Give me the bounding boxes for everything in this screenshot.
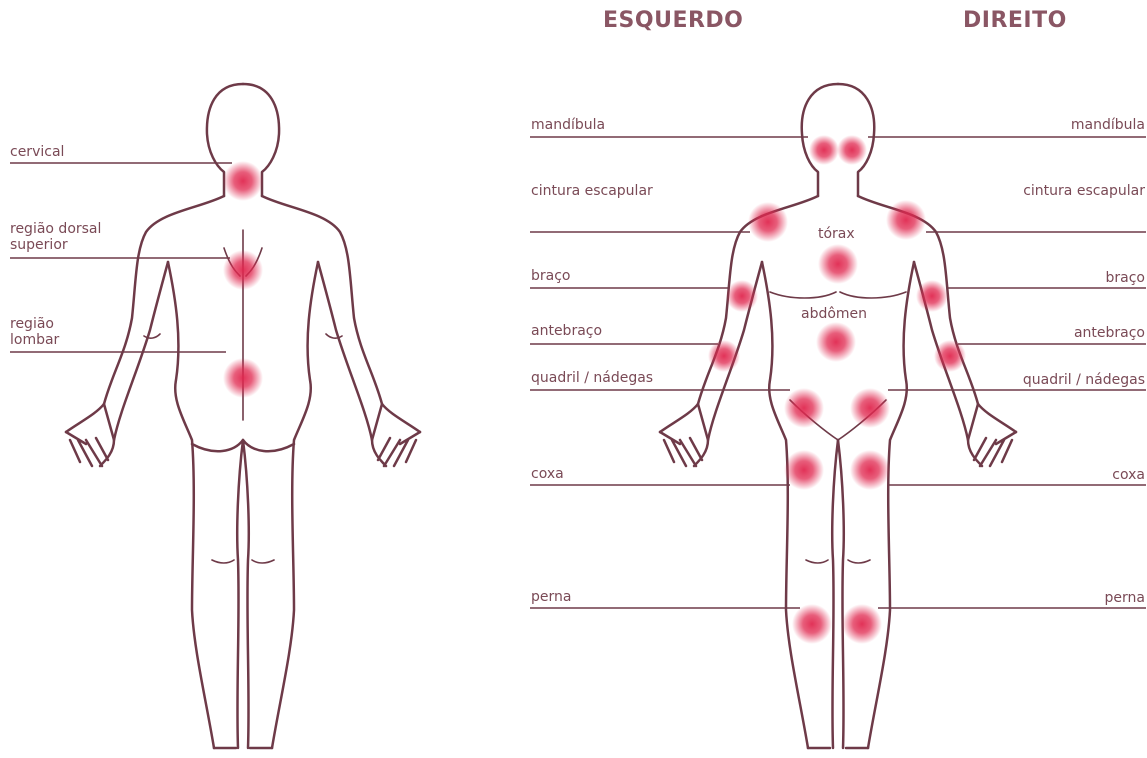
- label-left-forearm: antebraço: [531, 323, 602, 339]
- header-left: ESQUERDO: [603, 8, 743, 33]
- label-right-forearm: antebraço: [1074, 325, 1145, 341]
- label-abdomen: abdômen: [801, 306, 867, 322]
- header-right: DIREITO: [963, 8, 1067, 33]
- label-left-shoulder-girdle: cintura escapular: [531, 183, 653, 199]
- tender-point: [837, 135, 867, 165]
- tender-point: [223, 358, 263, 398]
- tender-point: [784, 388, 824, 428]
- label-right-jaw: mandíbula: [1071, 117, 1145, 133]
- label-left-arm: braço: [531, 268, 570, 284]
- tender-point: [818, 244, 858, 284]
- tender-point: [842, 604, 882, 644]
- front-figure: [660, 84, 1016, 748]
- label-right-hip: quadril / nádegas: [1023, 372, 1145, 388]
- label-right-thigh: coxa: [1112, 467, 1145, 483]
- label-right-leg: perna: [1105, 590, 1145, 606]
- label-left-leg: perna: [531, 589, 571, 605]
- label-chest: tórax: [818, 226, 855, 242]
- tender-point: [223, 161, 263, 201]
- tender-point: [726, 280, 758, 312]
- tender-point: [850, 388, 890, 428]
- tender-point: [850, 450, 890, 490]
- label-left-thigh: coxa: [531, 466, 564, 482]
- label-upper-dorsal: região dorsal superior: [10, 221, 101, 253]
- tender-point: [816, 322, 856, 362]
- tender-point: [809, 135, 839, 165]
- tender-point: [916, 280, 948, 312]
- label-left-jaw: mandíbula: [531, 117, 605, 133]
- label-right-arm: braço: [1106, 270, 1145, 286]
- tender-point: [784, 450, 824, 490]
- tender-point: [748, 202, 788, 242]
- tender-point: [708, 340, 740, 372]
- tender-point: [792, 604, 832, 644]
- back-torso-right: [262, 196, 420, 432]
- label-right-shoulder-girdle: cintura escapular: [1023, 183, 1145, 199]
- tender-point: [886, 200, 926, 240]
- label-lumbar: região lombar: [10, 316, 59, 348]
- label-left-hip: quadril / nádegas: [531, 370, 653, 386]
- tender-point: [223, 250, 263, 290]
- tender-point: [934, 340, 966, 372]
- label-cervical: cervical: [10, 144, 64, 160]
